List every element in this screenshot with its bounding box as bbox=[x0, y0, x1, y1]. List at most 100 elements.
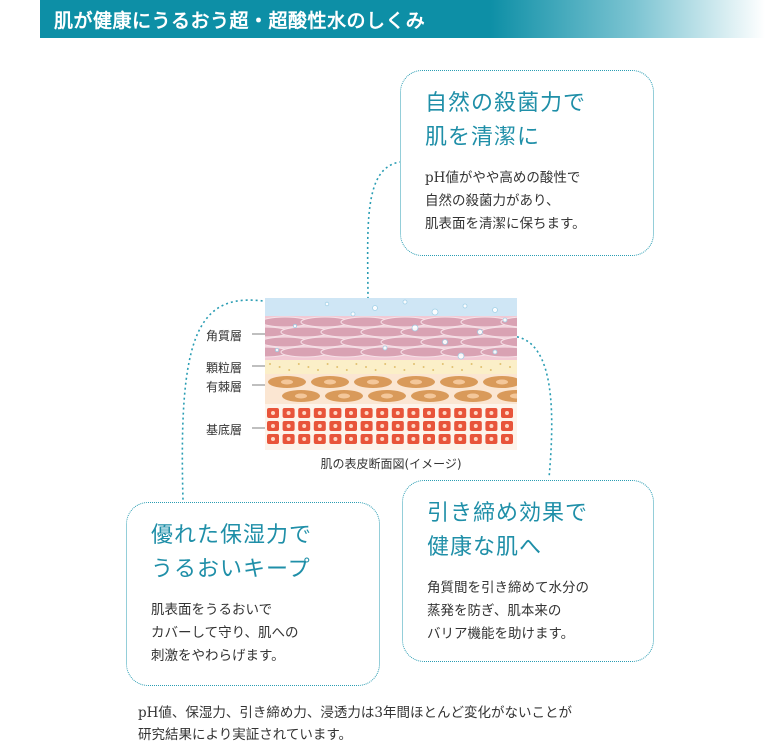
callout-body-line: 肌表面を清潔に保ちます。 bbox=[425, 216, 586, 232]
granule-dot bbox=[297, 363, 300, 365]
basal-nucleus bbox=[427, 437, 431, 441]
basal-nucleus bbox=[505, 411, 509, 415]
spinous-nucleus bbox=[410, 379, 422, 385]
granule-dot bbox=[393, 366, 396, 368]
basal-nucleus bbox=[442, 411, 447, 415]
granule-dot bbox=[374, 369, 377, 371]
page-title: 肌が健康にうるおう超・超酸性水のしくみ bbox=[54, 10, 426, 32]
basal-nucleus bbox=[505, 424, 509, 428]
callout-body-line: バリア機能を助けます。 bbox=[427, 626, 575, 642]
corneum-cell bbox=[500, 336, 517, 348]
granule-dot bbox=[355, 363, 358, 365]
basal-nucleus bbox=[489, 424, 494, 428]
basal-nucleus bbox=[458, 437, 463, 441]
water-bubble bbox=[442, 339, 448, 345]
callout-moisture-body: 肌表面をうるおいで カバーして守り、肌への 刺激をやわらげます。 bbox=[151, 599, 299, 668]
spinous-nucleus bbox=[453, 379, 465, 385]
basal-nucleus bbox=[302, 424, 307, 428]
spinous-nucleus bbox=[510, 393, 517, 399]
water-bubble bbox=[477, 329, 483, 335]
callout-sterilize: 自然の殺菌力で 肌を清潔に pH値がやや高めの酸性で 自然の殺菌力があり、 肌表… bbox=[400, 70, 654, 256]
callout-body-line: 自然の殺菌力があり、 bbox=[425, 193, 560, 209]
basal-nucleus bbox=[364, 424, 369, 428]
basal-nucleus bbox=[442, 437, 447, 441]
basal-nucleus bbox=[317, 437, 322, 441]
spinous-cell bbox=[497, 390, 517, 402]
water-bubble bbox=[292, 323, 297, 328]
callout-title-line: 優れた保湿力で bbox=[151, 523, 313, 548]
granule-dot bbox=[269, 363, 271, 365]
granule-dot bbox=[278, 366, 281, 368]
basal-nucleus bbox=[286, 411, 291, 415]
granule-dot bbox=[480, 366, 483, 368]
granule-dot bbox=[422, 366, 425, 368]
layer-label-corneum: 角質層 bbox=[206, 329, 243, 343]
spinous-nucleus bbox=[338, 393, 350, 399]
basal-nucleus bbox=[411, 424, 416, 428]
basal-nucleus bbox=[333, 424, 338, 428]
callout-title-line: 引き締め効果で bbox=[427, 501, 589, 526]
granule-dot bbox=[317, 369, 319, 371]
corneum-cell bbox=[480, 326, 517, 338]
callout-body-line: 刺激をやわらげます。 bbox=[151, 648, 285, 664]
basal-nucleus bbox=[458, 411, 463, 415]
granule-dot bbox=[451, 366, 454, 368]
basal-nucleus bbox=[489, 411, 494, 415]
water-bubble bbox=[411, 324, 419, 332]
water-bubble bbox=[492, 349, 498, 355]
basal-nucleus bbox=[349, 411, 353, 415]
callout-body-line: pH値がやや高めの酸性で bbox=[425, 170, 581, 186]
granule-dot bbox=[461, 369, 463, 371]
basal-nucleus bbox=[489, 437, 494, 441]
water-bubble bbox=[274, 348, 279, 353]
spinous-nucleus bbox=[467, 393, 479, 399]
callout-title-line: うるおいキープ bbox=[151, 557, 311, 582]
spinous-nucleus bbox=[281, 379, 293, 385]
basal-nucleus bbox=[395, 411, 400, 415]
water-bubble bbox=[350, 311, 356, 317]
footnote: pH値、保湿力、引き締め力、浸透力は3年間ほとんど変化がないことが 研究結果によ… bbox=[138, 702, 572, 746]
spinous-nucleus bbox=[496, 379, 508, 385]
water-bubble bbox=[492, 307, 498, 313]
layer-label-spinous: 有棘層 bbox=[206, 380, 243, 394]
water-bubble bbox=[431, 308, 439, 316]
basal-nucleus bbox=[473, 424, 478, 428]
spinous-nucleus bbox=[324, 379, 336, 385]
callout-body-line: カバーして守り、肌への bbox=[151, 625, 299, 641]
granule-dot bbox=[307, 366, 310, 368]
granule-dot bbox=[413, 363, 415, 365]
basal-nucleus bbox=[427, 411, 431, 415]
basal-nucleus bbox=[333, 437, 338, 441]
basal-nucleus bbox=[302, 411, 307, 415]
basal-nucleus bbox=[380, 411, 385, 415]
diagram-caption: 肌の表皮断面図(イメージ) bbox=[320, 457, 462, 471]
granule-dot bbox=[288, 369, 291, 371]
basal-nucleus bbox=[473, 437, 478, 441]
layer-label-granular: 顆粒層 bbox=[206, 361, 243, 375]
basal-nucleus bbox=[271, 437, 275, 441]
basal-nucleus bbox=[333, 411, 338, 415]
granule-dot bbox=[336, 366, 339, 368]
water-bubble bbox=[502, 317, 508, 323]
basal-nucleus bbox=[271, 411, 275, 415]
spinous-nucleus bbox=[367, 379, 379, 385]
granule-dot bbox=[345, 369, 348, 371]
basal-nucleus bbox=[286, 437, 291, 441]
spinous-nucleus bbox=[295, 393, 307, 399]
callout-tightening: 引き締め効果で 健康な肌へ 角質間を引き締めて水分の 蒸発を防ぎ、肌本来の バリ… bbox=[402, 480, 654, 662]
water-bubble bbox=[457, 352, 465, 360]
granule-dot bbox=[470, 363, 473, 365]
water-bubble bbox=[382, 345, 388, 351]
callout-moisture-title: 優れた保湿力で うるおいキープ bbox=[151, 519, 312, 587]
basal-nucleus bbox=[380, 437, 385, 441]
stratum-granulosum bbox=[265, 360, 517, 374]
basal-nucleus bbox=[411, 437, 416, 441]
basal-nucleus bbox=[349, 437, 353, 441]
skin-surface bbox=[265, 298, 517, 316]
basal-nucleus bbox=[395, 424, 400, 428]
layer-label-basal: 基底層 bbox=[206, 423, 243, 437]
basal-nucleus bbox=[473, 411, 478, 415]
basal-nucleus bbox=[317, 424, 322, 428]
basal-nucleus bbox=[317, 411, 322, 415]
